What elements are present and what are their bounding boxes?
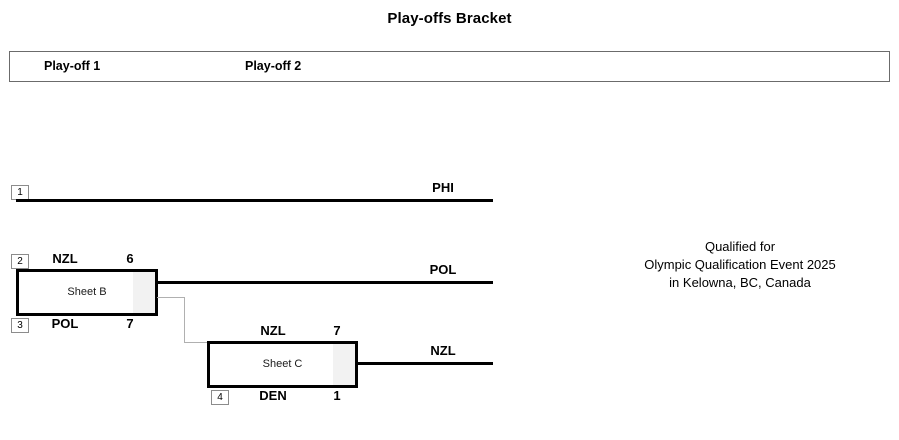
advance-line-bye — [16, 199, 493, 202]
match-2-score-strip — [333, 344, 355, 385]
match-box-sheet-c: Sheet C — [207, 341, 358, 388]
match-2-top-team: NZL — [260, 323, 286, 338]
connector-horizontal-lower — [184, 342, 208, 343]
match-2-top-score: 7 — [333, 323, 341, 338]
connector-horizontal-upper — [157, 297, 185, 298]
match-2-winner-nzl: NZL — [430, 343, 456, 358]
match-2-sheet-label: Sheet C — [262, 358, 303, 370]
connector-vertical — [184, 297, 185, 343]
qualified-line-2: Olympic Qualification Event 2025 — [644, 257, 836, 272]
advance-line-match-2 — [355, 362, 493, 365]
qualified-note: Qualified for Olympic Qualification Even… — [585, 238, 895, 292]
round-header-bar: Play-off 1 Play-off 2 — [9, 51, 890, 82]
match-1-winner-pol: POL — [429, 262, 457, 277]
round-label-playoff-1: Play-off 1 — [44, 59, 101, 73]
match-1-bottom-score: 7 — [126, 316, 134, 331]
qualified-line-3: in Kelowna, BC, Canada — [669, 275, 811, 290]
match-1-top-team: NZL — [52, 251, 78, 266]
bye-team-phi: PHI — [432, 180, 454, 195]
qualified-line-1: Qualified for — [704, 239, 776, 254]
round-label-playoff-2: Play-off 2 — [245, 59, 302, 73]
seed-box-4: 4 — [211, 390, 229, 405]
match-1-top-score: 6 — [126, 251, 134, 266]
match-1-score-strip — [133, 272, 155, 313]
seed-box-1: 1 — [11, 185, 29, 200]
seed-box-3: 3 — [11, 318, 29, 333]
seed-box-2: 2 — [11, 254, 29, 269]
match-1-sheet-label: Sheet B — [67, 286, 107, 298]
match-2-bottom-score: 1 — [333, 388, 341, 403]
match-box-sheet-b: Sheet B — [16, 269, 158, 316]
advance-line-match-1 — [155, 281, 493, 284]
page-title: Play-offs Bracket — [387, 10, 512, 27]
match-2-bottom-team: DEN — [259, 388, 287, 403]
match-1-bottom-team: POL — [51, 316, 79, 331]
